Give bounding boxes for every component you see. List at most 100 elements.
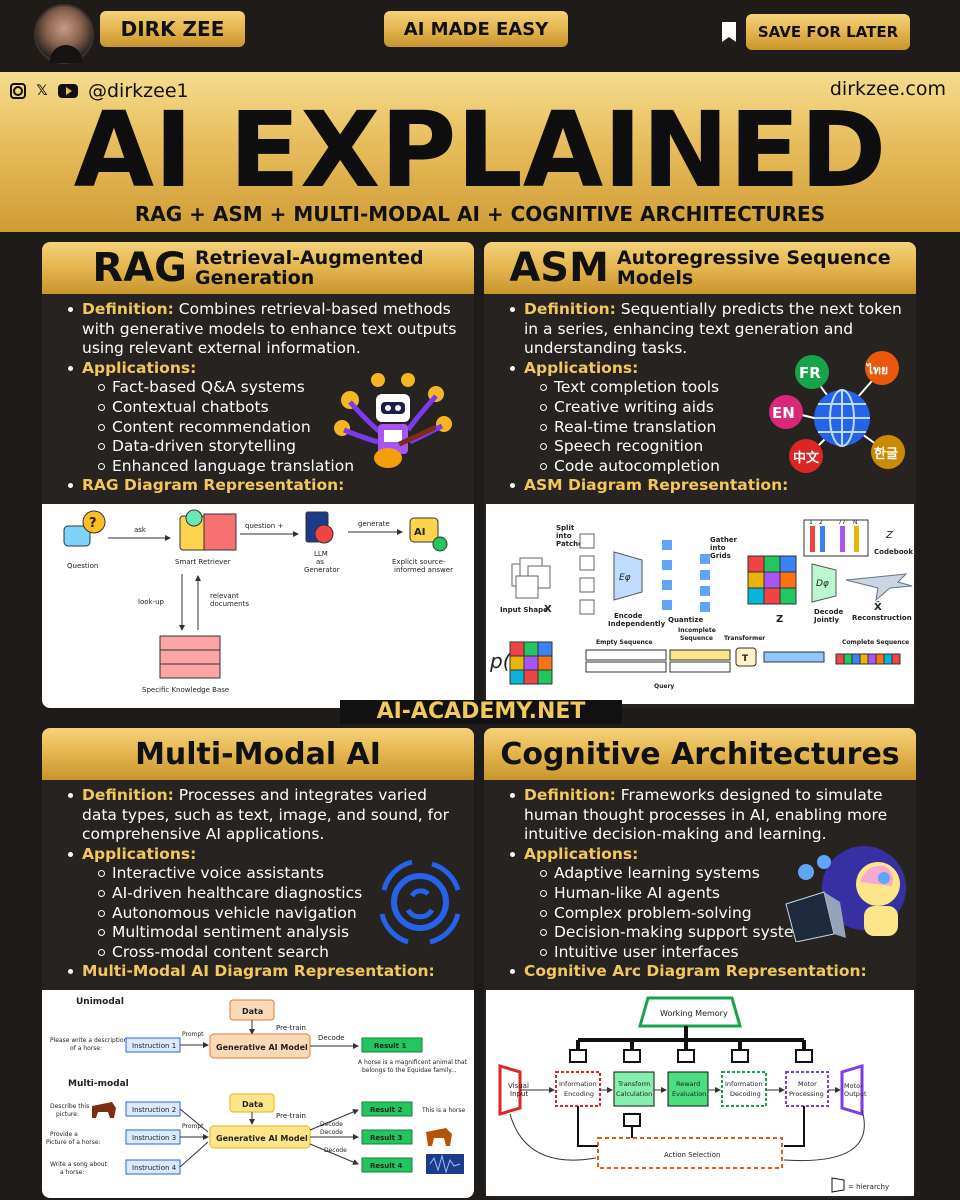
- svg-text:Specific Knowledge Base: Specific Knowledge Base: [142, 686, 229, 694]
- save-for-later-button[interactable]: SAVE FOR LATER: [746, 14, 910, 50]
- list-item: Creative writing aids: [506, 398, 906, 418]
- cognitive-card-header: Cognitive Architectures: [484, 728, 916, 780]
- list-item: Multimodal sentiment analysis: [64, 923, 464, 943]
- watermark: AI-ACADEMY.NET: [340, 700, 622, 724]
- svg-text:Picture of a horse:: Picture of a horse:: [46, 1139, 101, 1146]
- svg-text:Output: Output: [844, 1090, 867, 1098]
- svg-text:Result 4: Result 4: [370, 1162, 402, 1170]
- svg-text:Gather: Gather: [710, 536, 738, 544]
- svg-text:look-up: look-up: [138, 598, 165, 606]
- lang-ko: 한글: [874, 446, 898, 462]
- svg-text:77: 77: [838, 519, 846, 526]
- svg-text:N: N: [853, 519, 858, 526]
- page-subtitle: RAG + ASM + MULTI-MODAL AI + COGNITIVE A…: [134, 202, 826, 226]
- asm-diagram-label: ASM Diagram Representation:: [506, 476, 906, 496]
- social-links: 𝕏 @dirkzee1: [10, 80, 189, 102]
- x-icon[interactable]: 𝕏: [36, 83, 48, 99]
- svg-text:Result 2: Result 2: [370, 1106, 402, 1114]
- multimodal-body: Definition: Processes and integrates var…: [64, 786, 464, 982]
- list-item: Decision-making support systems: [506, 923, 906, 943]
- list-item: AI-driven healthcare diagnostics: [64, 884, 464, 904]
- svg-text:Action Selection: Action Selection: [664, 1151, 720, 1159]
- multimodal-card: Multi-Modal AI Definition: Processes and…: [42, 728, 474, 1198]
- svg-text:Generative AI Model: Generative AI Model: [216, 1134, 308, 1143]
- social-handle[interactable]: @dirkzee1: [88, 80, 189, 102]
- svg-text:Z: Z: [776, 614, 783, 625]
- svg-text:X̂: X̂: [874, 600, 882, 613]
- asm-title: ASM: [509, 245, 609, 291]
- cognitive-definition: Definition: Frameworks designed to simul…: [506, 786, 906, 845]
- hero-banner: 𝕏 @dirkzee1 dirkzee.com AI EXPLAINED RAG…: [0, 72, 960, 232]
- rag-body: Definition: Combines retrieval-based met…: [64, 300, 464, 496]
- svg-text:Input Shape: Input Shape: [500, 606, 548, 614]
- svg-text:documents: documents: [210, 600, 249, 608]
- svg-text:AI: AI: [414, 527, 425, 538]
- svg-text:Encode: Encode: [614, 612, 643, 620]
- translation-globe-illustration: FR ไทย EN 中文 한글: [769, 351, 905, 473]
- svg-text:Decode: Decode: [320, 1121, 343, 1128]
- svg-text:Information: Information: [559, 1080, 597, 1088]
- svg-text:informed answer: informed answer: [394, 566, 453, 574]
- multimodal-diagram-label: Multi-Modal AI Diagram Representation:: [64, 962, 464, 982]
- bookmark-icon: [722, 22, 736, 42]
- cognitive-diagram-label: Cognitive Arc Diagram Representation:: [506, 962, 906, 982]
- svg-text:as: as: [316, 558, 324, 566]
- svg-text:into: into: [556, 532, 572, 540]
- list-item: Code autocompletion: [506, 457, 906, 477]
- svg-text:Transformer: Transformer: [724, 635, 765, 642]
- svg-text:ask: ask: [134, 526, 147, 534]
- tagline-badge: AI MADE EASY: [384, 11, 568, 47]
- multimodal-diagram: Unimodal Data Pre-train Please write a d…: [42, 990, 474, 1198]
- svg-text:Please write a description: Please write a description: [50, 1037, 128, 1044]
- multimodal-title: Multi-Modal AI: [135, 736, 381, 772]
- rag-title: RAG: [92, 245, 187, 291]
- list-item: Content recommendation: [64, 418, 464, 438]
- youtube-icon[interactable]: [58, 84, 78, 98]
- rag-definition: Definition: Combines retrieval-based met…: [64, 300, 464, 359]
- svg-text:Independently: Independently: [608, 620, 666, 628]
- multimodal-definition: Definition: Processes and integrates var…: [64, 786, 464, 845]
- svg-text:Complete Sequence: Complete Sequence: [842, 639, 909, 646]
- voice-assistant-icon: [379, 859, 461, 945]
- svg-text:Encoding: Encoding: [564, 1090, 594, 1098]
- svg-text:Generative AI Model: Generative AI Model: [216, 1043, 308, 1052]
- lang-fr: FR: [799, 364, 821, 382]
- svg-text:This is a horse: This is a horse: [421, 1107, 466, 1114]
- list-item: Speech recognition: [506, 437, 906, 457]
- svg-text:Reconstruction: Reconstruction: [852, 614, 912, 622]
- list-item: Fact-based Q&A systems: [64, 378, 464, 398]
- svg-text:Motor: Motor: [798, 1080, 817, 1088]
- website-link[interactable]: dirkzee.com: [829, 78, 946, 100]
- instagram-icon[interactable]: [10, 83, 26, 99]
- rag-diagram: ? Question ask Smart Retriever question …: [42, 504, 474, 708]
- lang-th: ไทย: [865, 362, 888, 377]
- svg-text:1: 1: [809, 519, 813, 526]
- svg-text:belongs to the Equidae family.: belongs to the Equidae family...: [362, 1067, 457, 1074]
- cognitive-card: Cognitive Architectures Definition: Fram…: [484, 728, 916, 1198]
- svg-text:Working Memory: Working Memory: [660, 1009, 728, 1018]
- svg-text:Query: Query: [654, 683, 674, 690]
- svg-text:Visual: Visual: [508, 1082, 529, 1090]
- svg-text:Instruction 4: Instruction 4: [132, 1164, 177, 1172]
- brain-puzzle-illustration: [785, 846, 906, 942]
- multimodal-applications-label: Applications:: [64, 845, 464, 865]
- svg-text:Prompt: Prompt: [182, 1031, 204, 1038]
- svg-text:Empty Sequence: Empty Sequence: [596, 639, 652, 646]
- svg-text:Z: Z: [885, 530, 894, 541]
- svg-text:into: into: [710, 544, 726, 552]
- svg-text:Reward: Reward: [676, 1080, 700, 1088]
- robot-illustration: [334, 373, 452, 468]
- svg-text:Incomplete: Incomplete: [678, 627, 716, 634]
- svg-text:= hierarchy: = hierarchy: [848, 1183, 889, 1191]
- asm-definition: Definition: Sequentially predicts the ne…: [506, 300, 906, 359]
- svg-text:question +: question +: [245, 522, 283, 530]
- list-item: Intuitive user interfaces: [506, 943, 906, 963]
- list-item: Data-driven storytelling: [64, 437, 464, 457]
- lang-en: EN: [772, 404, 795, 422]
- svg-text:Data: Data: [242, 1007, 263, 1016]
- svg-text:Write a song about: Write a song about: [50, 1161, 108, 1168]
- list-item: Autonomous vehicle navigation: [64, 904, 464, 924]
